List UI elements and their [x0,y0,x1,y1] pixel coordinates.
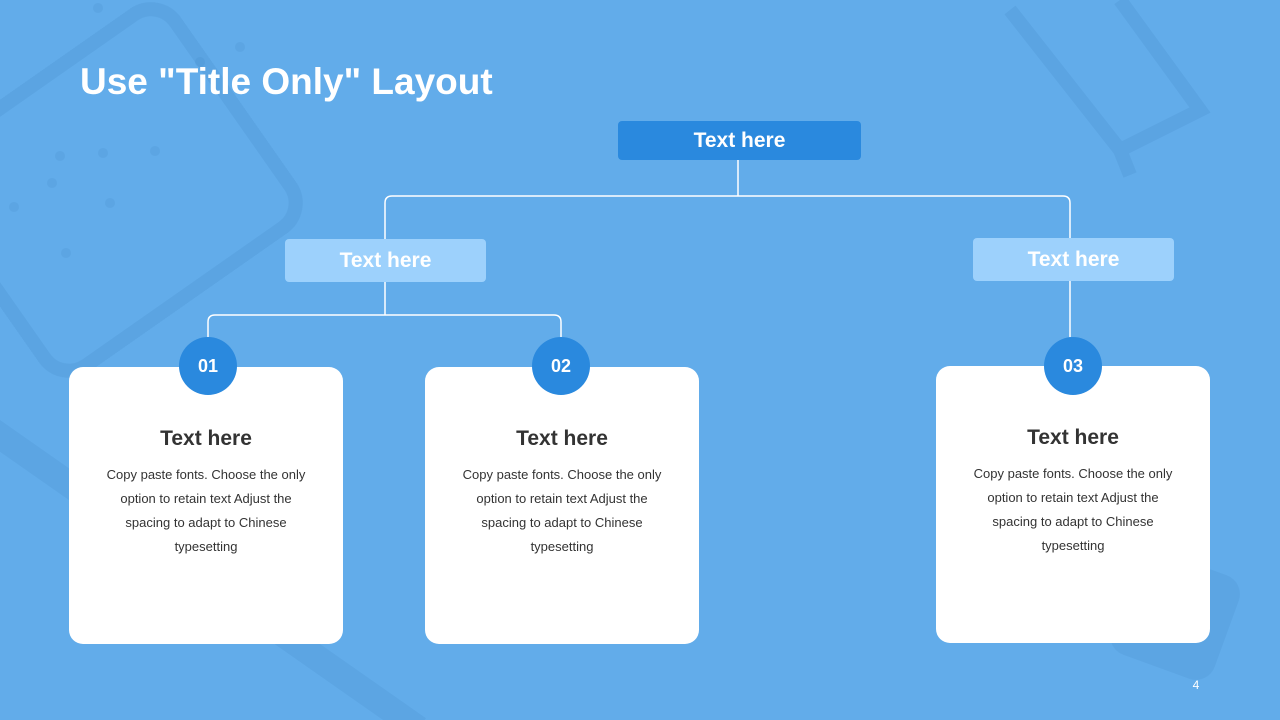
card-heading: Text here [516,427,608,450]
number-badge-03: 03 [1044,337,1102,395]
branch-node-right: Text here [973,238,1174,281]
slide-title: Use "Title Only" Layout [80,61,493,102]
root-connector [384,160,1071,239]
number-badge-01: 01 [179,337,237,395]
card-02: Text here Copy paste fonts. Choose the o… [425,367,699,644]
card-03: Text here Copy paste fonts. Choose the o… [936,366,1210,643]
branch-node-left: Text here [285,239,486,282]
card-heading: Text here [160,427,252,450]
left-branch-connector [207,282,562,337]
card-body: Copy paste fonts. Choose the only option… [462,467,662,554]
page-number: 4 [1192,678,1200,692]
number-badge-02: 02 [532,337,590,395]
root-node: Text here [618,121,861,160]
card-body: Copy paste fonts. Choose the only option… [106,467,306,554]
card-heading: Text here [1027,426,1119,449]
card-01: Text here Copy paste fonts. Choose the o… [69,367,343,644]
card-body: Copy paste fonts. Choose the only option… [973,466,1173,553]
